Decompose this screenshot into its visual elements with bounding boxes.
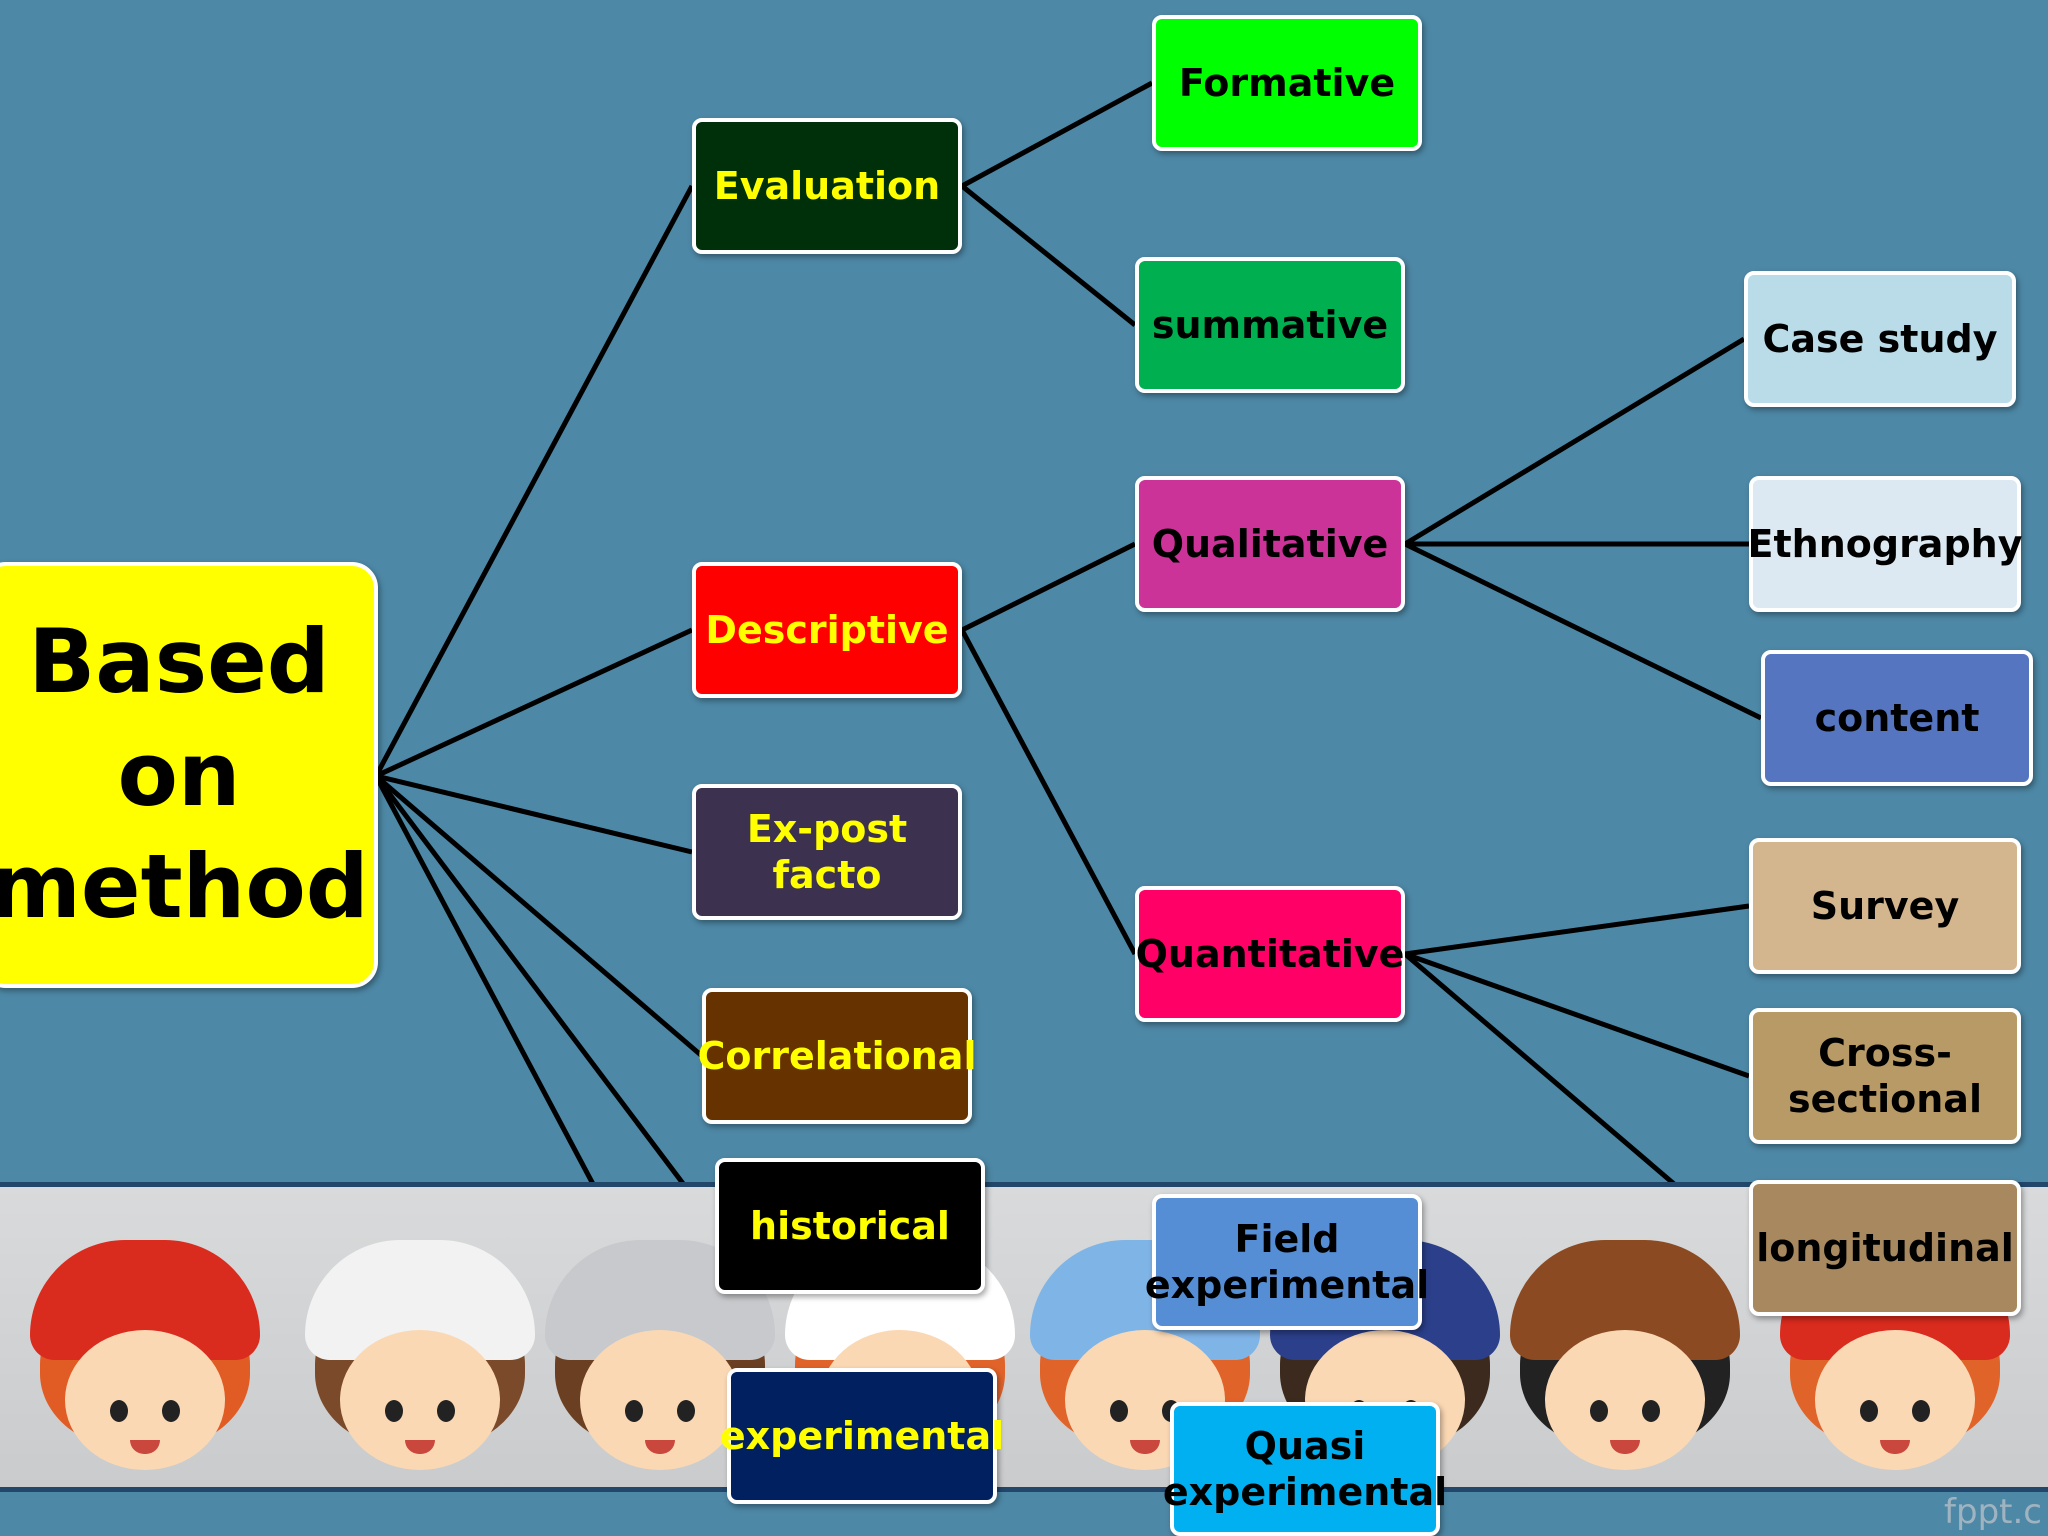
connector-root-historical bbox=[374, 774, 717, 1228]
evaluation-node: Evaluation bbox=[692, 118, 962, 254]
field-experimental-label: Field experimental bbox=[1144, 1216, 1430, 1307]
historical-label: historical bbox=[750, 1203, 950, 1248]
quantitative-node: Quantitative bbox=[1135, 886, 1405, 1022]
root-node: Based on method bbox=[0, 562, 378, 988]
field-experimental-node: Field experimental bbox=[1145, 1194, 1429, 1330]
connector-evaluation-summative bbox=[960, 184, 1137, 327]
cross-sectional-label: Cross- sectional bbox=[1788, 1030, 1982, 1121]
correlational-label: Correlational bbox=[697, 1033, 977, 1078]
quantitative-label: Quantitative bbox=[1135, 931, 1405, 976]
summative-node: summative bbox=[1135, 257, 1405, 393]
connector-qualitative-content bbox=[1403, 541, 1763, 721]
descriptive-label: Descriptive bbox=[705, 607, 949, 652]
content-node: content bbox=[1761, 650, 2033, 786]
ex-post-facto-label: Ex-post facto bbox=[746, 806, 908, 897]
connector-descriptive-qualitative bbox=[960, 541, 1137, 633]
connector-root-ex-post-facto bbox=[375, 773, 693, 855]
evaluation-label: Evaluation bbox=[713, 163, 941, 208]
content-label: content bbox=[1814, 695, 1980, 740]
connector-root-descriptive bbox=[374, 627, 694, 779]
summative-label: summative bbox=[1151, 302, 1389, 347]
connector-quantitative-cross-sectional bbox=[1404, 951, 1750, 1079]
survey-label: Survey bbox=[1810, 883, 1960, 928]
formative-node: Formative bbox=[1152, 15, 1422, 151]
nurse-kid-image bbox=[1030, 1240, 1260, 1480]
connector-root-evaluation bbox=[373, 184, 695, 778]
correlational-node: Correlational bbox=[698, 988, 976, 1124]
qualitative-label: Qualitative bbox=[1151, 521, 1389, 566]
qualitative-node: Qualitative bbox=[1135, 476, 1405, 612]
historical-node: historical bbox=[715, 1158, 985, 1294]
experimental-node: experimental bbox=[720, 1368, 1004, 1504]
connector-qualitative-case-study bbox=[1403, 336, 1746, 547]
longitudinal-node: longitudinal bbox=[1749, 1180, 2021, 1316]
case-study-node: Case study bbox=[1744, 271, 2016, 407]
firefighter-kid-image bbox=[30, 1240, 260, 1480]
quasi-experimental-node: Quasi experimental bbox=[1163, 1402, 1447, 1536]
connector-evaluation-formative bbox=[960, 80, 1154, 189]
cross-sectional-node: Cross- sectional bbox=[1749, 1008, 2021, 1144]
ethnography-node: Ethnography bbox=[1747, 476, 2023, 612]
root-label: Based on method bbox=[0, 610, 369, 939]
longitudinal-label: longitudinal bbox=[1756, 1225, 2014, 1270]
descriptive-node: Descriptive bbox=[692, 562, 962, 698]
pilot-kid-image bbox=[1510, 1240, 1740, 1480]
connector-descriptive-quantitative bbox=[959, 628, 1138, 956]
watermark: fppt.c bbox=[1944, 1492, 2042, 1532]
connector-root-correlational bbox=[374, 774, 704, 1058]
painter-kid-image bbox=[305, 1240, 535, 1480]
formative-label: Formative bbox=[1178, 60, 1396, 105]
connector-quantitative-survey bbox=[1404, 903, 1750, 957]
survey-node: Survey bbox=[1749, 838, 2021, 974]
ex-post-facto-node: Ex-post facto bbox=[692, 784, 962, 920]
experimental-label: experimental bbox=[719, 1413, 1005, 1458]
quasi-experimental-label: Quasi experimental bbox=[1162, 1423, 1448, 1514]
case-study-label: Case study bbox=[1762, 316, 1998, 361]
ethnography-label: Ethnography bbox=[1747, 521, 2023, 566]
